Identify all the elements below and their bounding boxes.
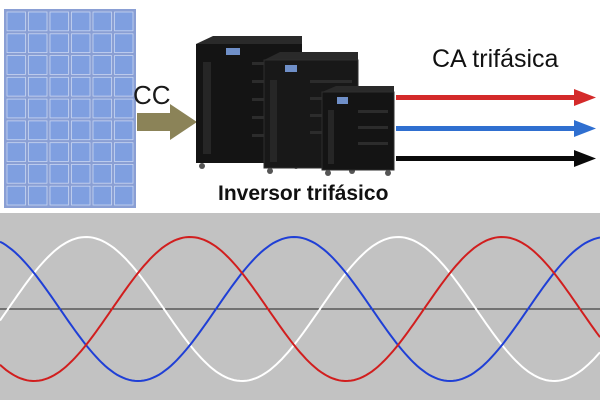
solar-cell xyxy=(49,55,69,75)
phase-arrow-blue xyxy=(396,120,596,137)
solar-cell xyxy=(6,142,26,162)
solar-cell xyxy=(71,98,91,119)
solar-cell xyxy=(71,11,91,32)
solar-cell xyxy=(114,142,134,162)
solar-cell xyxy=(71,120,91,141)
solar-cell xyxy=(28,185,48,206)
solar-cell xyxy=(114,76,134,97)
solar-cell xyxy=(6,120,26,141)
inverter-label: Inversor trifásico xyxy=(218,182,389,205)
solar-cell xyxy=(49,98,69,119)
solar-cell xyxy=(28,163,48,184)
wave-phase-red xyxy=(0,235,600,383)
solar-cell xyxy=(6,33,26,53)
solar-cell xyxy=(71,185,91,206)
solar-cell xyxy=(71,55,91,75)
cabinet-small xyxy=(321,86,395,176)
solar-cell xyxy=(92,98,112,119)
cabinet-display xyxy=(285,65,297,72)
solar-cell xyxy=(28,11,48,32)
solar-panel-frame xyxy=(4,9,136,208)
solar-cell xyxy=(92,33,112,53)
solar-cell xyxy=(6,55,26,75)
dc-arrow xyxy=(137,104,197,140)
solar-cell xyxy=(49,163,69,184)
solar-cell xyxy=(49,33,69,53)
solar-cell xyxy=(6,185,26,206)
solar-cell xyxy=(92,76,112,97)
solar-cell xyxy=(92,55,112,75)
solar-cell xyxy=(28,142,48,162)
solar-cell xyxy=(71,76,91,97)
solar-cell xyxy=(114,98,134,119)
inverter-cabinet-icon xyxy=(196,36,395,176)
solar-cell xyxy=(114,55,134,75)
solar-cell xyxy=(6,163,26,184)
solar-cell xyxy=(6,11,26,32)
solar-cell xyxy=(28,98,48,119)
solar-cell xyxy=(49,76,69,97)
solar-cell xyxy=(92,120,112,141)
solar-cell xyxy=(92,142,112,162)
solar-cell xyxy=(6,98,26,119)
solar-cell xyxy=(71,33,91,53)
solar-cell xyxy=(114,163,134,184)
solar-cell xyxy=(114,185,134,206)
solar-cell xyxy=(28,120,48,141)
three-phase-output-arrows xyxy=(396,89,596,167)
solar-cell xyxy=(49,185,69,206)
cabinet-display xyxy=(226,48,240,55)
solar-cell xyxy=(6,76,26,97)
three-phase-waveform-panel xyxy=(0,213,600,400)
solar-panel-icon xyxy=(4,9,136,208)
solar-cell xyxy=(92,163,112,184)
dc-label: CC xyxy=(133,80,171,110)
cabinet-display xyxy=(337,97,348,104)
wave-phase-blue xyxy=(0,235,600,383)
solar-cell xyxy=(92,11,112,32)
solar-cell xyxy=(28,76,48,97)
phase-arrow-black xyxy=(396,150,596,167)
solar-cell xyxy=(71,142,91,162)
ac-three-phase-label: CA trifásica xyxy=(432,45,559,73)
solar-cell xyxy=(114,33,134,53)
solar-cell xyxy=(114,120,134,141)
solar-cell xyxy=(49,11,69,32)
waveform-background xyxy=(0,213,600,400)
solar-panel-cells xyxy=(6,11,134,206)
solar-cell xyxy=(49,142,69,162)
wave-phase-white xyxy=(0,235,600,383)
solar-cell xyxy=(71,163,91,184)
solar-cell xyxy=(28,33,48,53)
solar-cell xyxy=(92,185,112,206)
solar-cell xyxy=(114,11,134,32)
solar-cell xyxy=(49,120,69,141)
phase-arrow-red xyxy=(396,89,596,106)
solar-cell xyxy=(28,55,48,75)
